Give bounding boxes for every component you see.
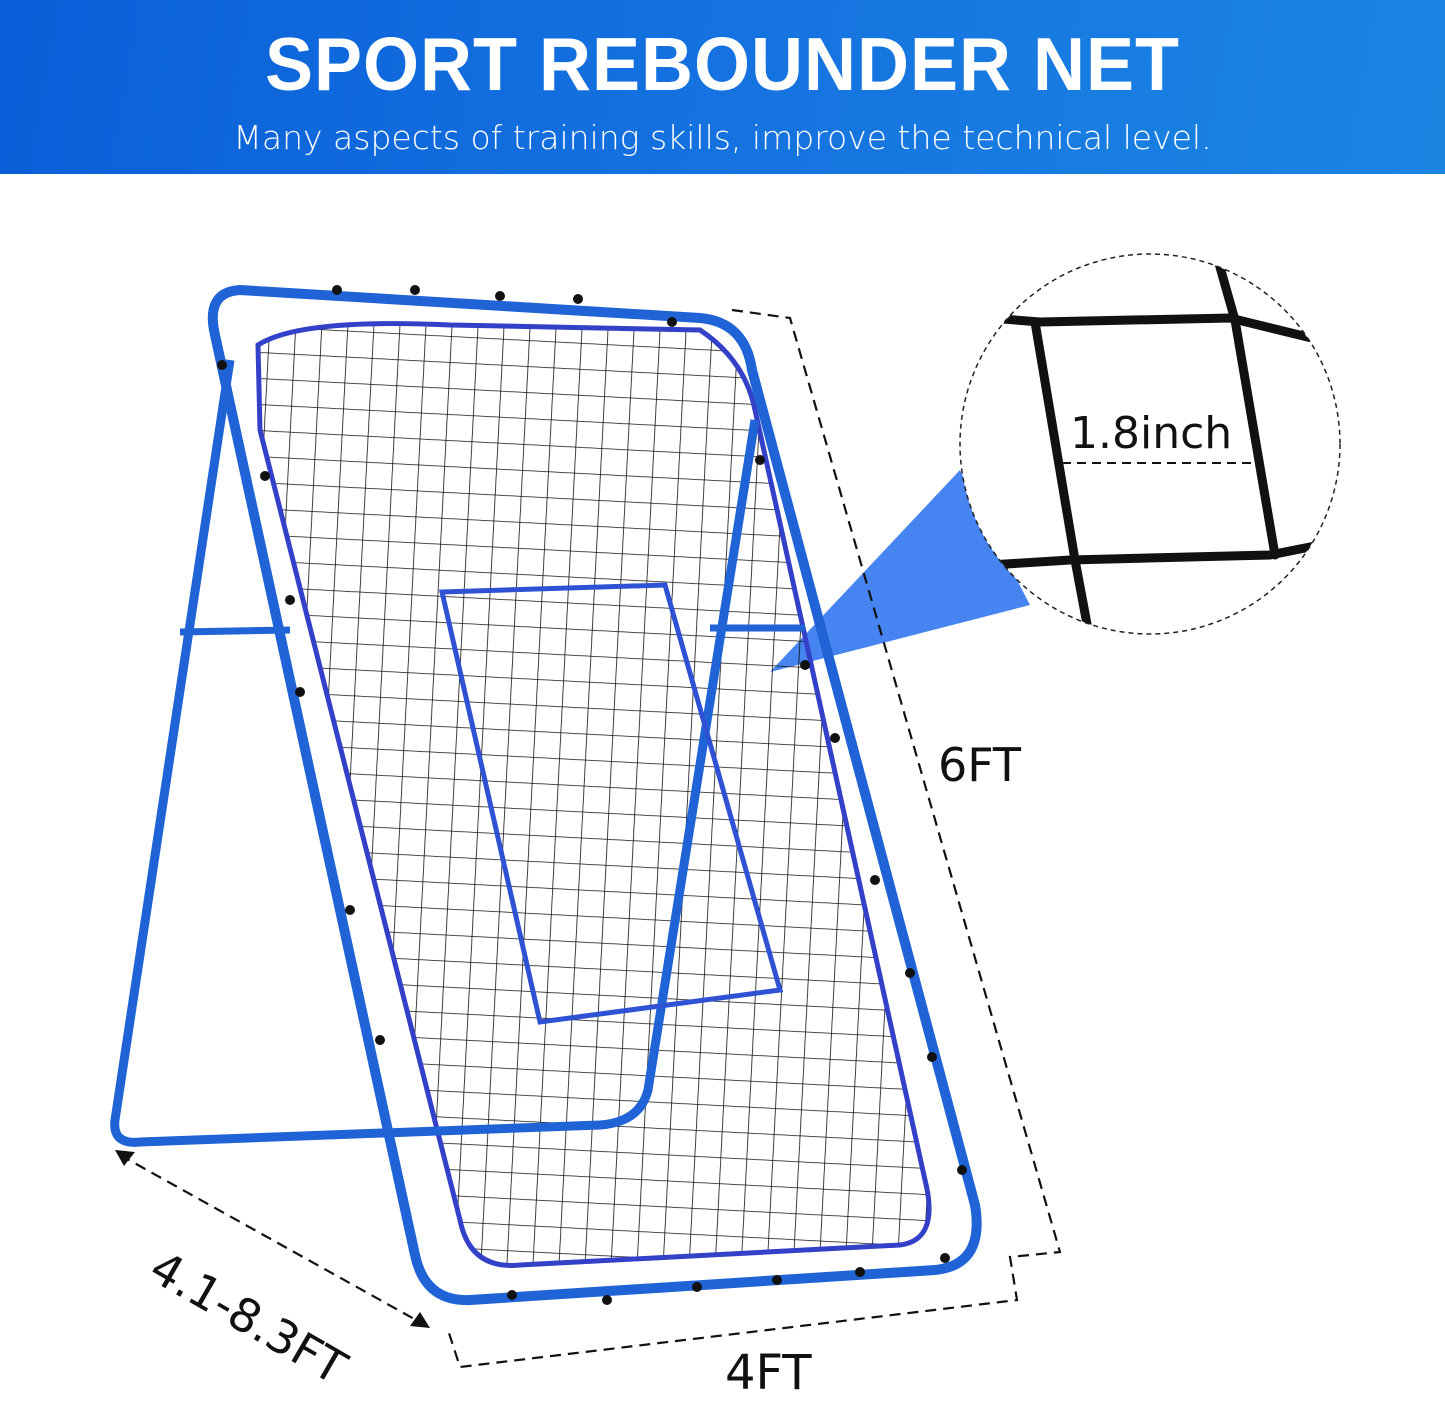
header-banner: SPORT REBOUNDER NET Many aspects of trai… xyxy=(0,0,1445,174)
product-subtitle: Many aspects of training skills, improve… xyxy=(233,118,1212,157)
height-dimension-label: 6FT xyxy=(938,738,1022,792)
net-border xyxy=(255,321,932,1268)
dimension-lines xyxy=(119,308,1062,1369)
target-zone xyxy=(438,582,784,1025)
stand-crossbar xyxy=(179,626,291,636)
product-title: SPORT REBOUNDER NET xyxy=(264,23,1181,107)
rear-stand xyxy=(110,359,760,1147)
mesh-detail-callout xyxy=(959,253,1341,635)
mesh-size-label: 1.8inch xyxy=(1070,408,1233,459)
rebounder-illustration xyxy=(110,253,1341,1369)
rebounder-frame xyxy=(207,285,982,1306)
bungee-hooks xyxy=(217,285,967,1305)
callout-pointer xyxy=(770,470,1030,672)
width-dimension-label: 4FT xyxy=(725,1345,812,1401)
